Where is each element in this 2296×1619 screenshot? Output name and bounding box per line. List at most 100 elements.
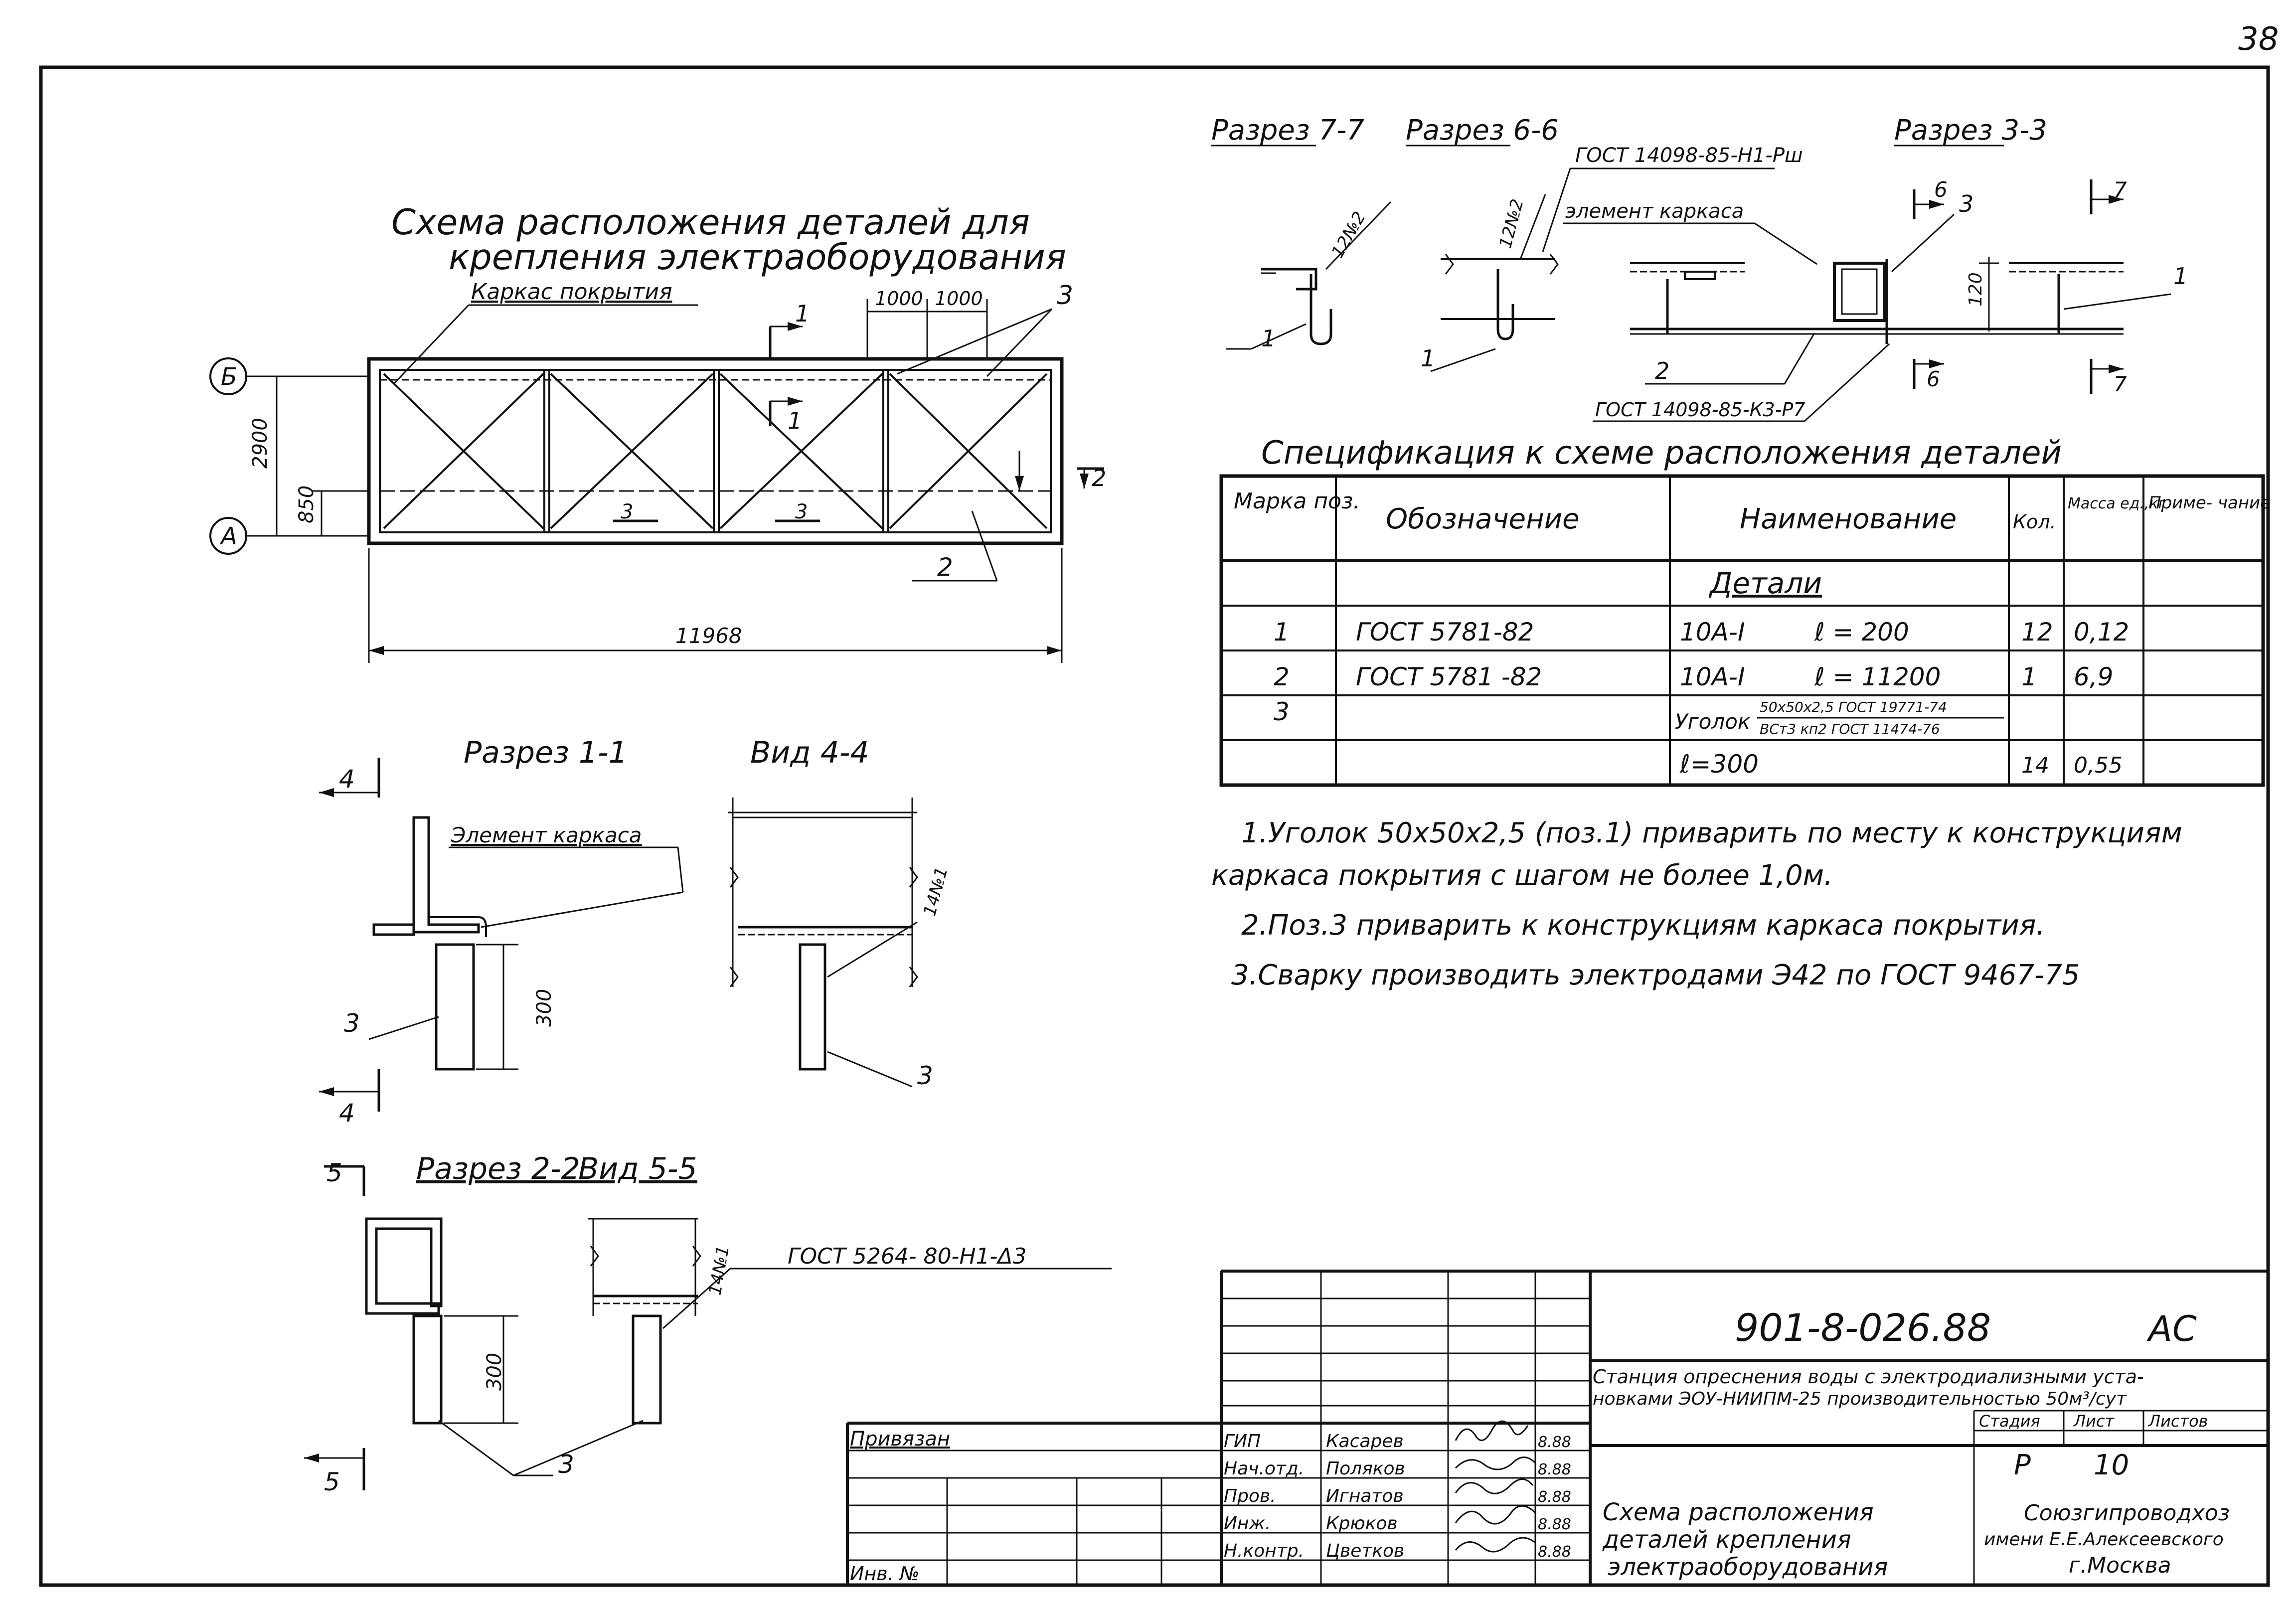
svg-text:ℓ=300: ℓ=300: [1679, 750, 1759, 779]
cut-3a-label: 3: [621, 500, 633, 523]
sec33-mark-2: 2: [1655, 357, 1669, 384]
cut-4-bottom: 4: [339, 1099, 355, 1128]
tb-inv: Инв. №: [850, 1563, 919, 1585]
cut-7-bottom: 7: [2114, 372, 2127, 396]
frame-element-1: Элемент каркаса: [451, 823, 642, 847]
svg-text:ℓ = 11200: ℓ = 11200: [1814, 662, 1941, 691]
tb-code: 901-8-026.88: [1735, 1305, 1991, 1350]
title-block: Привязан Инв. № 901-8-026.88 АС Станция …: [846, 1270, 2268, 1585]
svg-text:2: 2: [1274, 662, 1290, 691]
dim-850: 850: [295, 486, 318, 523]
svg-text:Нач.отд.: Нач.отд.: [1224, 1458, 1304, 1479]
table-row: ℓ=300 14 0,55: [1679, 750, 2123, 779]
dim-120: 120: [1966, 272, 1986, 307]
scheme-title-line1: Схема расположения деталей для: [391, 202, 1030, 243]
note-3: 3.Сварку производить электродами Э42 по …: [1231, 959, 2080, 991]
spec-h-pos: Марка поз.: [1234, 488, 1360, 514]
svg-text:6,9: 6,9: [2074, 662, 2114, 691]
cut-5-bottom: 5: [324, 1467, 340, 1496]
note-1-line2: каркаса покрытия с шагом не более 1,0м.: [1211, 859, 1833, 892]
list-item: Н.контр. Цветков 8.88: [1224, 1541, 1571, 1561]
cut-2-label: 2: [1092, 465, 1106, 491]
axis-b-label: Б: [221, 363, 237, 391]
sec11-mark-3: 3: [344, 1009, 360, 1038]
tb-stage-header: Стадия: [1979, 1412, 2040, 1431]
svg-text:ГИП: ГИП: [1224, 1431, 1261, 1452]
top-sections: Разрез 7-7 Разрез 6-6 Разрез 3-3 ГОСТ 14…: [1211, 114, 2188, 422]
scheme-mark-2: 2: [937, 553, 953, 582]
note-1-line1: 1.Уголок 50х50х2,5 (поз.1) приварить по …: [1241, 817, 2182, 849]
page-number: 38: [2238, 21, 2279, 58]
view55-gost: ГОСТ 5264- 80-Н1-Δ3: [788, 1244, 1027, 1269]
svg-text:Пров.: Пров.: [1224, 1486, 1276, 1506]
cut-5-top: 5: [327, 1158, 342, 1187]
spec-h-qty: Кол.: [2013, 511, 2056, 533]
dim-11968: 11968: [675, 624, 742, 648]
spec-section-label: Детали: [1708, 566, 1822, 600]
signatures: [1455, 1420, 1536, 1553]
svg-text:Поляков: Поляков: [1326, 1458, 1405, 1479]
svg-text:8.88: 8.88: [1538, 1543, 1571, 1561]
gost-bottom: ГОСТ 14098-85-К3-Р7: [1595, 399, 1805, 421]
svg-text:8.88: 8.88: [1538, 1516, 1571, 1533]
bracing-panels: [383, 370, 1048, 532]
gost-top: ГОСТ 14098-85-Н1-Рш: [1575, 144, 1803, 167]
svg-text:1: 1: [1274, 618, 1290, 647]
frame-label: Каркас покрытия: [471, 279, 672, 305]
svg-text:Уголок: Уголок: [1675, 709, 1751, 734]
section-2-2: Разрез 2-2 5 300 5 3: [304, 1151, 644, 1496]
notes: 1.Уголок 50х50х2,5 (поз.1) приварить по …: [1211, 817, 2182, 991]
svg-text:10А-I: 10А-I: [1680, 618, 1745, 647]
table-row: 3 Уголок 50x50x2,5 ГОСТ 19771-74 ВСт3 кп…: [1274, 697, 2004, 737]
cut-1-top: 1: [795, 300, 810, 327]
cut-4-top: 4: [339, 765, 355, 794]
section-7-7-title: Разрез 7-7: [1211, 114, 1364, 147]
svg-text:8.88: 8.88: [1538, 1488, 1571, 1506]
list-item: ГИП Касарев 8.88: [1224, 1431, 1571, 1452]
section-1-1-title: Разрез 1-1: [464, 735, 628, 770]
tb-project-line1: Станция опреснения воды с электродиализн…: [1593, 1366, 2144, 1388]
tb-org2: имени Е.Е.Алексеевского: [1984, 1529, 2224, 1550]
view-5-5: Вид 5-5 14№1 ГОСТ 5264- 80-Н1-Δ3: [578, 1151, 1112, 1425]
svg-text:ВСт3 кп2 ГОСТ 11474-76: ВСт3 кп2 ГОСТ 11474-76: [1760, 721, 1940, 737]
sec11-dim-300: 300: [533, 989, 556, 1027]
svg-text:0,12: 0,12: [2074, 618, 2129, 647]
svg-text:8.88: 8.88: [1538, 1461, 1571, 1478]
tb-sheet-title1: Схема расположения: [1603, 1498, 1874, 1526]
axis-a-label: А: [219, 522, 237, 550]
tb-sheet-header: Лист: [2073, 1412, 2115, 1431]
weld-12-b: 12№2: [1495, 197, 1528, 250]
scheme-mark-3: 3: [1057, 281, 1073, 311]
svg-text:ГОСТ 5781-82: ГОСТ 5781-82: [1356, 618, 1534, 647]
cut-6-top: 6: [1934, 177, 1948, 202]
svg-text:50x50x2,5 ГОСТ 19771-74: 50x50x2,5 ГОСТ 19771-74: [1760, 699, 1947, 715]
tb-stage: Р: [2014, 1449, 2031, 1481]
svg-text:8.88: 8.88: [1538, 1434, 1571, 1451]
section-2-2-title: Разрез 2-2: [416, 1151, 580, 1186]
sec33-mark-1: 1: [2173, 263, 2188, 290]
spec-h-mass: Масса ед.,кг: [2068, 495, 2166, 512]
scheme-title-line2: крепления электраоборудования: [449, 237, 1066, 278]
svg-text:Н.контр.: Н.контр.: [1224, 1541, 1304, 1561]
sec66-mark-1: 1: [1421, 345, 1435, 372]
section-1-1: Разрез 1-1 Элемент каркаса 300 3 4 4: [319, 735, 684, 1128]
svg-text:12: 12: [2021, 618, 2053, 647]
cut-6-bottom: 6: [1927, 367, 1940, 391]
view44-weld: 14№1: [920, 865, 952, 918]
tb-org3: г.Москва: [2069, 1553, 2171, 1578]
view-4-4: Вид 4-4 14№1 3: [728, 735, 952, 1090]
spec-h-name: Наименование: [1740, 503, 1957, 535]
sec33-mark-3: 3: [1959, 190, 1973, 217]
roof-frame-outline: [367, 357, 1064, 545]
dim-1000-a: 1000: [875, 288, 923, 310]
svg-text:Касарев: Касарев: [1326, 1431, 1404, 1452]
tb-sheets-header: Листов: [2148, 1412, 2208, 1431]
tb-org1: Союзгипроводхоз: [2024, 1500, 2230, 1526]
view-5-5-title: Вид 5-5: [578, 1151, 697, 1186]
scheme-plan: Схема расположения деталей для крепления…: [209, 202, 1106, 663]
sec22-dim-300: 300: [483, 1353, 506, 1391]
table-row: 1 ГОСТ 5781-82 10А-I ℓ = 200 12 0,12: [1274, 618, 2129, 647]
tb-privyazan: Привязан: [850, 1428, 950, 1451]
tb-sheet-title3: электраоборудования: [1608, 1553, 1888, 1581]
